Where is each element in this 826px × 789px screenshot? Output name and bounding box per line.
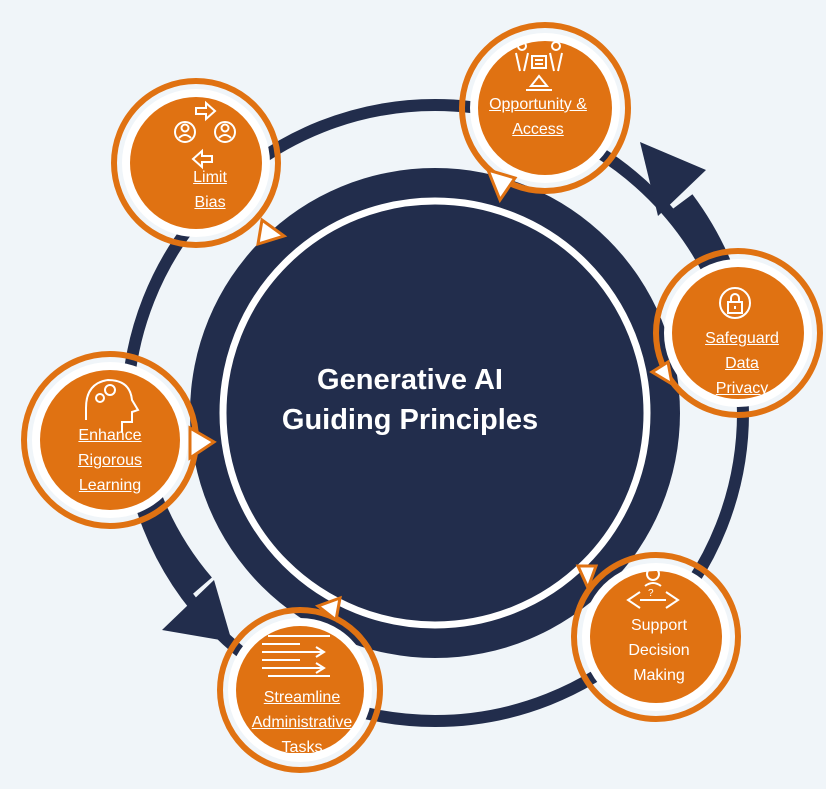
label-support: Support Decision Making bbox=[594, 613, 724, 688]
streamline-line2[interactable]: Administrative bbox=[251, 714, 353, 731]
center-title: Generative AI Guiding Principles bbox=[230, 360, 590, 440]
node-safeguard[interactable] bbox=[649, 248, 823, 418]
node-circle bbox=[590, 571, 722, 703]
cycle-arrow-lower-left bbox=[137, 494, 213, 595]
label-enhance[interactable]: Enhance Rigorous Learning bbox=[45, 423, 175, 498]
label-limit-bias[interactable]: Limit Bias bbox=[145, 165, 275, 215]
cycle-arrowhead-lower-left bbox=[162, 580, 232, 642]
node-circle bbox=[672, 267, 804, 399]
node-opportunity[interactable] bbox=[459, 22, 631, 204]
center-circle-outer bbox=[190, 168, 680, 658]
center-circle-ring bbox=[219, 197, 651, 629]
lock-icon bbox=[719, 287, 751, 319]
center-title-line1: Generative AI bbox=[317, 364, 503, 396]
node-limit-bias[interactable] bbox=[111, 78, 288, 248]
person-decision-icon: ? bbox=[626, 567, 680, 609]
opportunity-line2[interactable]: Access bbox=[512, 121, 564, 138]
enhance-line1[interactable]: Enhance bbox=[78, 427, 142, 444]
node-ring bbox=[459, 22, 631, 194]
safeguard-line2[interactable]: Data bbox=[725, 355, 759, 372]
node-streamline[interactable] bbox=[217, 595, 383, 773]
streamline-line3[interactable]: Tasks bbox=[281, 739, 323, 756]
node-support: ? bbox=[571, 552, 741, 722]
node-pointer bbox=[649, 359, 675, 387]
cycle-arrowhead-upper-right bbox=[640, 142, 706, 216]
brain-gears-icon bbox=[85, 378, 140, 432]
node-ring bbox=[217, 607, 383, 773]
support-line1: Support bbox=[630, 617, 688, 634]
center-title-line2: Guiding Principles bbox=[281, 404, 539, 436]
label-streamline[interactable]: Streamline Administrative Tasks bbox=[237, 685, 367, 760]
support-line3: Making bbox=[633, 667, 685, 684]
streamline-line1[interactable]: Streamline bbox=[263, 689, 341, 706]
opportunity-line1[interactable]: Opportunity & bbox=[489, 96, 587, 113]
node-enhance[interactable] bbox=[21, 351, 217, 529]
node-ring bbox=[571, 552, 741, 722]
support-line2: Decision bbox=[628, 642, 690, 659]
limit-bias-line2[interactable]: Bias bbox=[194, 194, 226, 211]
scales-people-icon bbox=[515, 41, 563, 91]
enhance-line2[interactable]: Rigorous bbox=[77, 452, 143, 469]
safeguard-line1[interactable]: Safeguard bbox=[705, 330, 779, 347]
label-opportunity[interactable]: Opportunity & Access bbox=[473, 92, 603, 142]
node-pointer bbox=[575, 564, 599, 592]
node-pointer bbox=[314, 595, 342, 623]
people-swap-icon bbox=[174, 100, 236, 170]
svg-text:?: ? bbox=[648, 588, 654, 599]
node-pointer bbox=[188, 425, 217, 461]
node-pointer bbox=[256, 217, 288, 247]
node-circle bbox=[40, 370, 180, 510]
node-ring bbox=[653, 248, 823, 418]
limit-bias-line1[interactable]: Limit bbox=[193, 169, 227, 186]
streamline-arrows-icon bbox=[262, 635, 330, 677]
node-ring bbox=[111, 78, 281, 248]
safeguard-line3[interactable]: Privacy bbox=[715, 380, 769, 397]
label-safeguard[interactable]: Safeguard Data Privacy bbox=[677, 326, 807, 401]
enhance-line3[interactable]: Learning bbox=[78, 477, 142, 494]
node-circle bbox=[478, 41, 612, 175]
node-pointer bbox=[485, 167, 518, 204]
node-circle bbox=[236, 626, 364, 754]
